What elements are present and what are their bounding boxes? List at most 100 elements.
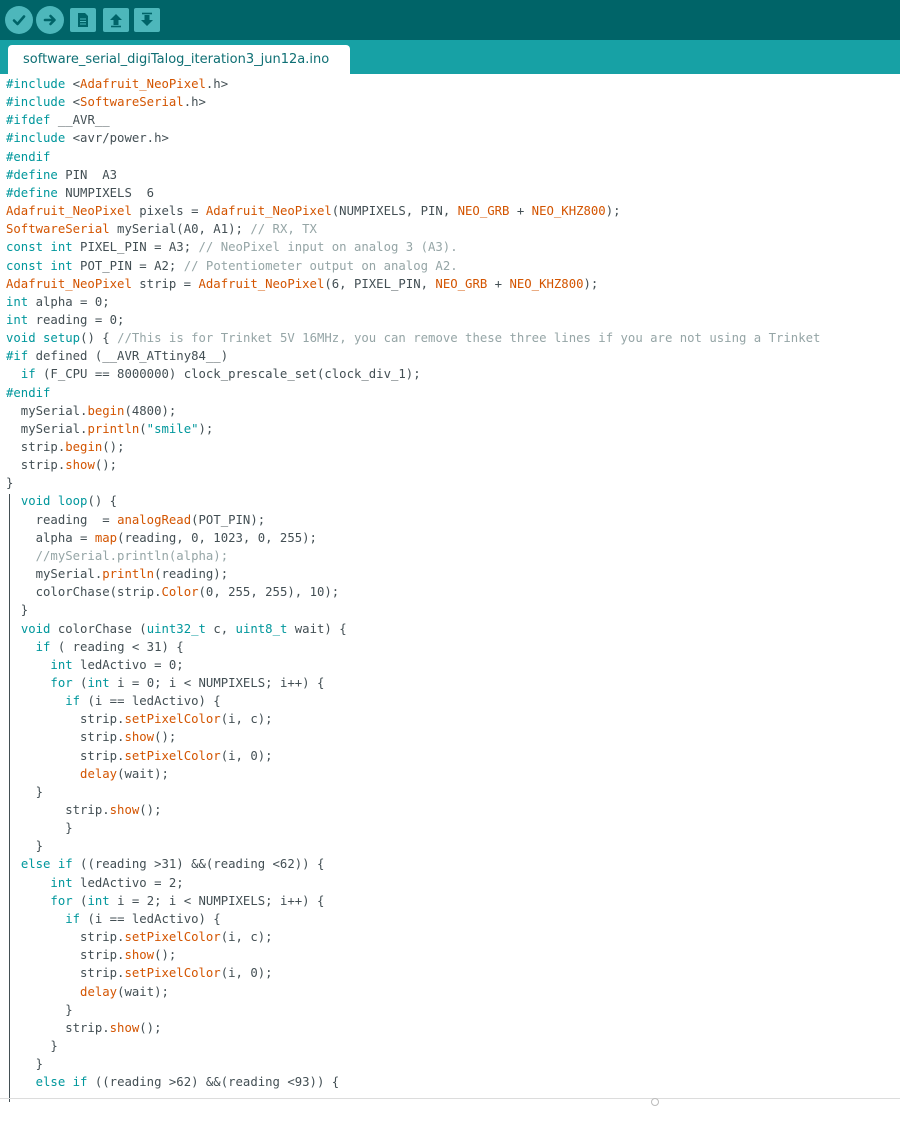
code-token: ); [583, 276, 599, 291]
code-token: (wait); [117, 984, 169, 999]
code-line: mySerial.println("smile"); [6, 420, 214, 438]
code-token: mySerial(A0, A1); [109, 222, 251, 237]
code-token [6, 894, 50, 908]
code-line: SoftwareSerial mySerial(A0, A1); // RX, … [6, 220, 317, 238]
save-button[interactable] [134, 8, 160, 32]
code-token: ((reading >62) &&(reading <93)) { [87, 1075, 340, 1090]
code-token: (i, 0); [220, 748, 273, 763]
arrow-right-icon [43, 14, 56, 26]
code-token: .h> [205, 77, 229, 91]
code-token: i = 2; i < NUMPIXELS; i++) { [109, 893, 325, 908]
code-line: const int POT_PIN = A2; // Potentiometer… [6, 257, 458, 275]
code-line: if ( reading < 31) { [6, 638, 184, 656]
upload-button[interactable] [36, 6, 64, 34]
code-token: show [109, 803, 140, 817]
code-token: int [6, 312, 29, 327]
code-token: colorChase ( [50, 621, 147, 636]
code-token: setPixelColor [124, 712, 221, 727]
code-token: (i, c); [220, 712, 273, 727]
code-token: (reading); [154, 567, 229, 582]
code-token: Adafruit_NeoPixel [198, 276, 325, 291]
code-token: (); [139, 1020, 162, 1035]
code-line: #include <avr/power.h> [6, 129, 169, 147]
code-token: i = 0; i < NUMPIXELS; i++) { [109, 675, 325, 690]
code-token: // NeoPixel input on analog 3 (A3). [198, 240, 458, 255]
code-token: delay [80, 766, 118, 781]
code-token: reading = [6, 512, 118, 527]
code-token: "smile" [146, 421, 199, 436]
code-token [6, 622, 21, 636]
code-token: } [6, 784, 44, 799]
arrow-down-icon [141, 12, 153, 26]
code-token: mySerial. [6, 403, 88, 418]
code-line: #define PIN A3 [6, 166, 117, 184]
code-token: void [20, 494, 51, 509]
open-button[interactable] [103, 8, 129, 32]
code-token: strip. [6, 966, 125, 981]
code-token: (wait); [117, 766, 169, 781]
code-token: PIXEL_PIN = A3; [72, 240, 199, 255]
code-line: #define NUMPIXELS 6 [6, 184, 154, 202]
code-editor[interactable]: #include <Adafruit_NeoPixel.h>#include <… [0, 74, 900, 1102]
code-line: Adafruit_NeoPixel pixels = Adafruit_NeoP… [6, 202, 621, 220]
code-token: #define [6, 167, 58, 182]
code-line: for (int i = 2; i < NUMPIXELS; i++) { [6, 892, 324, 910]
code-line: } [6, 819, 73, 837]
code-token: int [50, 875, 73, 890]
code-token: (); [154, 730, 177, 745]
document-icon [78, 13, 88, 27]
code-token: uint32_t [146, 621, 206, 636]
code-line: strip.setPixelColor(i, 0); [6, 964, 273, 982]
code-token: strip. [6, 730, 125, 745]
code-token: const int [6, 258, 73, 273]
code-line: colorChase(strip.Color(0, 255, 255), 10)… [6, 583, 340, 601]
code-token: (); [102, 440, 125, 454]
code-token: int [87, 893, 110, 908]
code-token: ); [605, 204, 621, 219]
code-token [6, 676, 50, 690]
code-token: show [124, 948, 155, 963]
code-token: wait) { [287, 621, 347, 636]
editor-bottom-border [0, 1098, 900, 1099]
tab-sketch-file[interactable]: software_serial_digiTalog_iteration3_jun… [8, 45, 350, 74]
code-token: strip. [6, 948, 125, 963]
code-token: strip. [6, 748, 125, 763]
code-token: #include [6, 77, 66, 91]
new-button[interactable] [70, 8, 96, 32]
code-token: } [6, 1057, 44, 1072]
verify-button[interactable] [5, 6, 33, 34]
code-line: } [6, 474, 13, 492]
code-token: } [6, 821, 73, 836]
resize-handle[interactable] [651, 1098, 659, 1106]
code-token: POT_PIN = A2; [72, 258, 184, 273]
code-token: void [6, 331, 36, 346]
code-token: .h> [183, 95, 206, 110]
code-token: // Potentiometer output on analog A2. [183, 258, 458, 273]
code-token: colorChase(strip. [6, 585, 162, 600]
checkmark-icon [12, 15, 26, 26]
code-token: (); [139, 803, 162, 817]
code-token: map [94, 530, 118, 545]
code-token: (i == ledActivo) { [80, 911, 221, 926]
code-line: strip.setPixelColor(i, 0); [6, 747, 273, 765]
code-token: void [20, 621, 51, 636]
code-line: strip.begin(); [6, 438, 125, 456]
code-token: Adafruit_NeoPixel [80, 77, 206, 91]
code-token: () { [87, 494, 118, 509]
code-token: uint8_t [235, 621, 288, 636]
code-token: (i, c); [220, 930, 273, 945]
code-token: if [65, 694, 81, 709]
code-line: else if ((reading >62) &&(reading <93)) … [6, 1073, 340, 1091]
code-token: strip. [6, 458, 66, 473]
code-token: begin [65, 440, 103, 454]
code-token: //This is for Trinket 5V 16MHz, you can … [117, 331, 821, 346]
code-line: if (F_CPU == 8000000) clock_prescale_set… [6, 365, 421, 383]
code-token: setup [43, 331, 81, 346]
code-token: (); [94, 458, 118, 473]
code-token: ( reading < 31) { [50, 639, 184, 654]
code-token: #include [6, 131, 66, 146]
code-token: (NUMPIXELS, PIN, [331, 204, 458, 219]
code-token: for [50, 893, 73, 908]
code-line: } [6, 837, 43, 855]
code-token: NEO_GRB [435, 276, 488, 291]
